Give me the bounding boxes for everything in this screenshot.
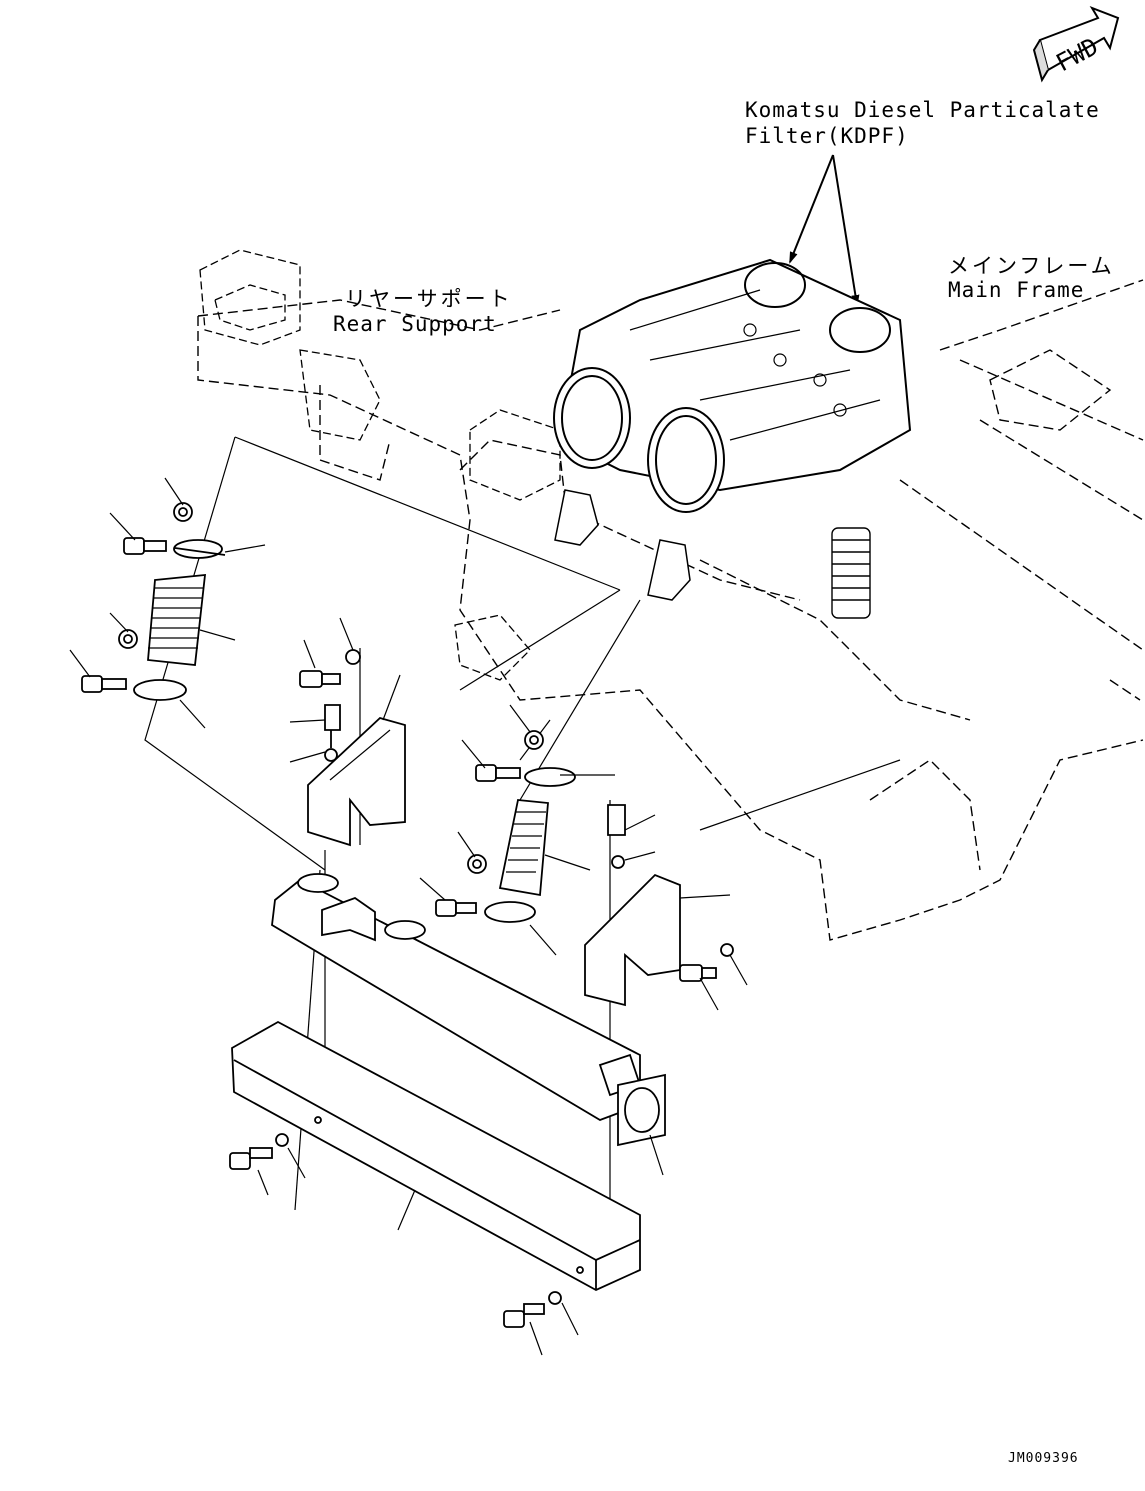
left-bracket — [299, 649, 406, 847]
kdpf-label-line1: Komatsu Diesel Particalate — [745, 98, 1100, 122]
frame-bellows — [831, 527, 871, 619]
kdpf-filter-units — [553, 258, 912, 601]
main-frame-outline — [197, 279, 1144, 941]
rear-support-outline — [199, 249, 561, 681]
figure-id: JM009396 — [1008, 1451, 1079, 1466]
center-hose-assembly — [435, 730, 576, 923]
main-frame-label-jp: メインフレーム — [948, 254, 1115, 278]
exhaust-tailpipe — [271, 873, 666, 1147]
left-hose-assembly — [81, 502, 226, 701]
heat-guard-cover — [231, 1020, 641, 1292]
bottom-fasteners — [229, 1133, 562, 1328]
main-frame-label-en: Main Frame — [948, 278, 1085, 302]
rear-support-label-jp: リヤーサポート — [345, 287, 513, 311]
forward-arrow-icon: FWD — [1032, 6, 1120, 83]
right-bracket — [584, 804, 734, 1007]
callout-leaders — [69, 477, 748, 1356]
kdpf-label-line2: Filter(KDPF) — [745, 124, 909, 148]
kdpf-leader-lines — [789, 154, 860, 307]
rear-support-label-en: Rear Support — [333, 312, 497, 336]
